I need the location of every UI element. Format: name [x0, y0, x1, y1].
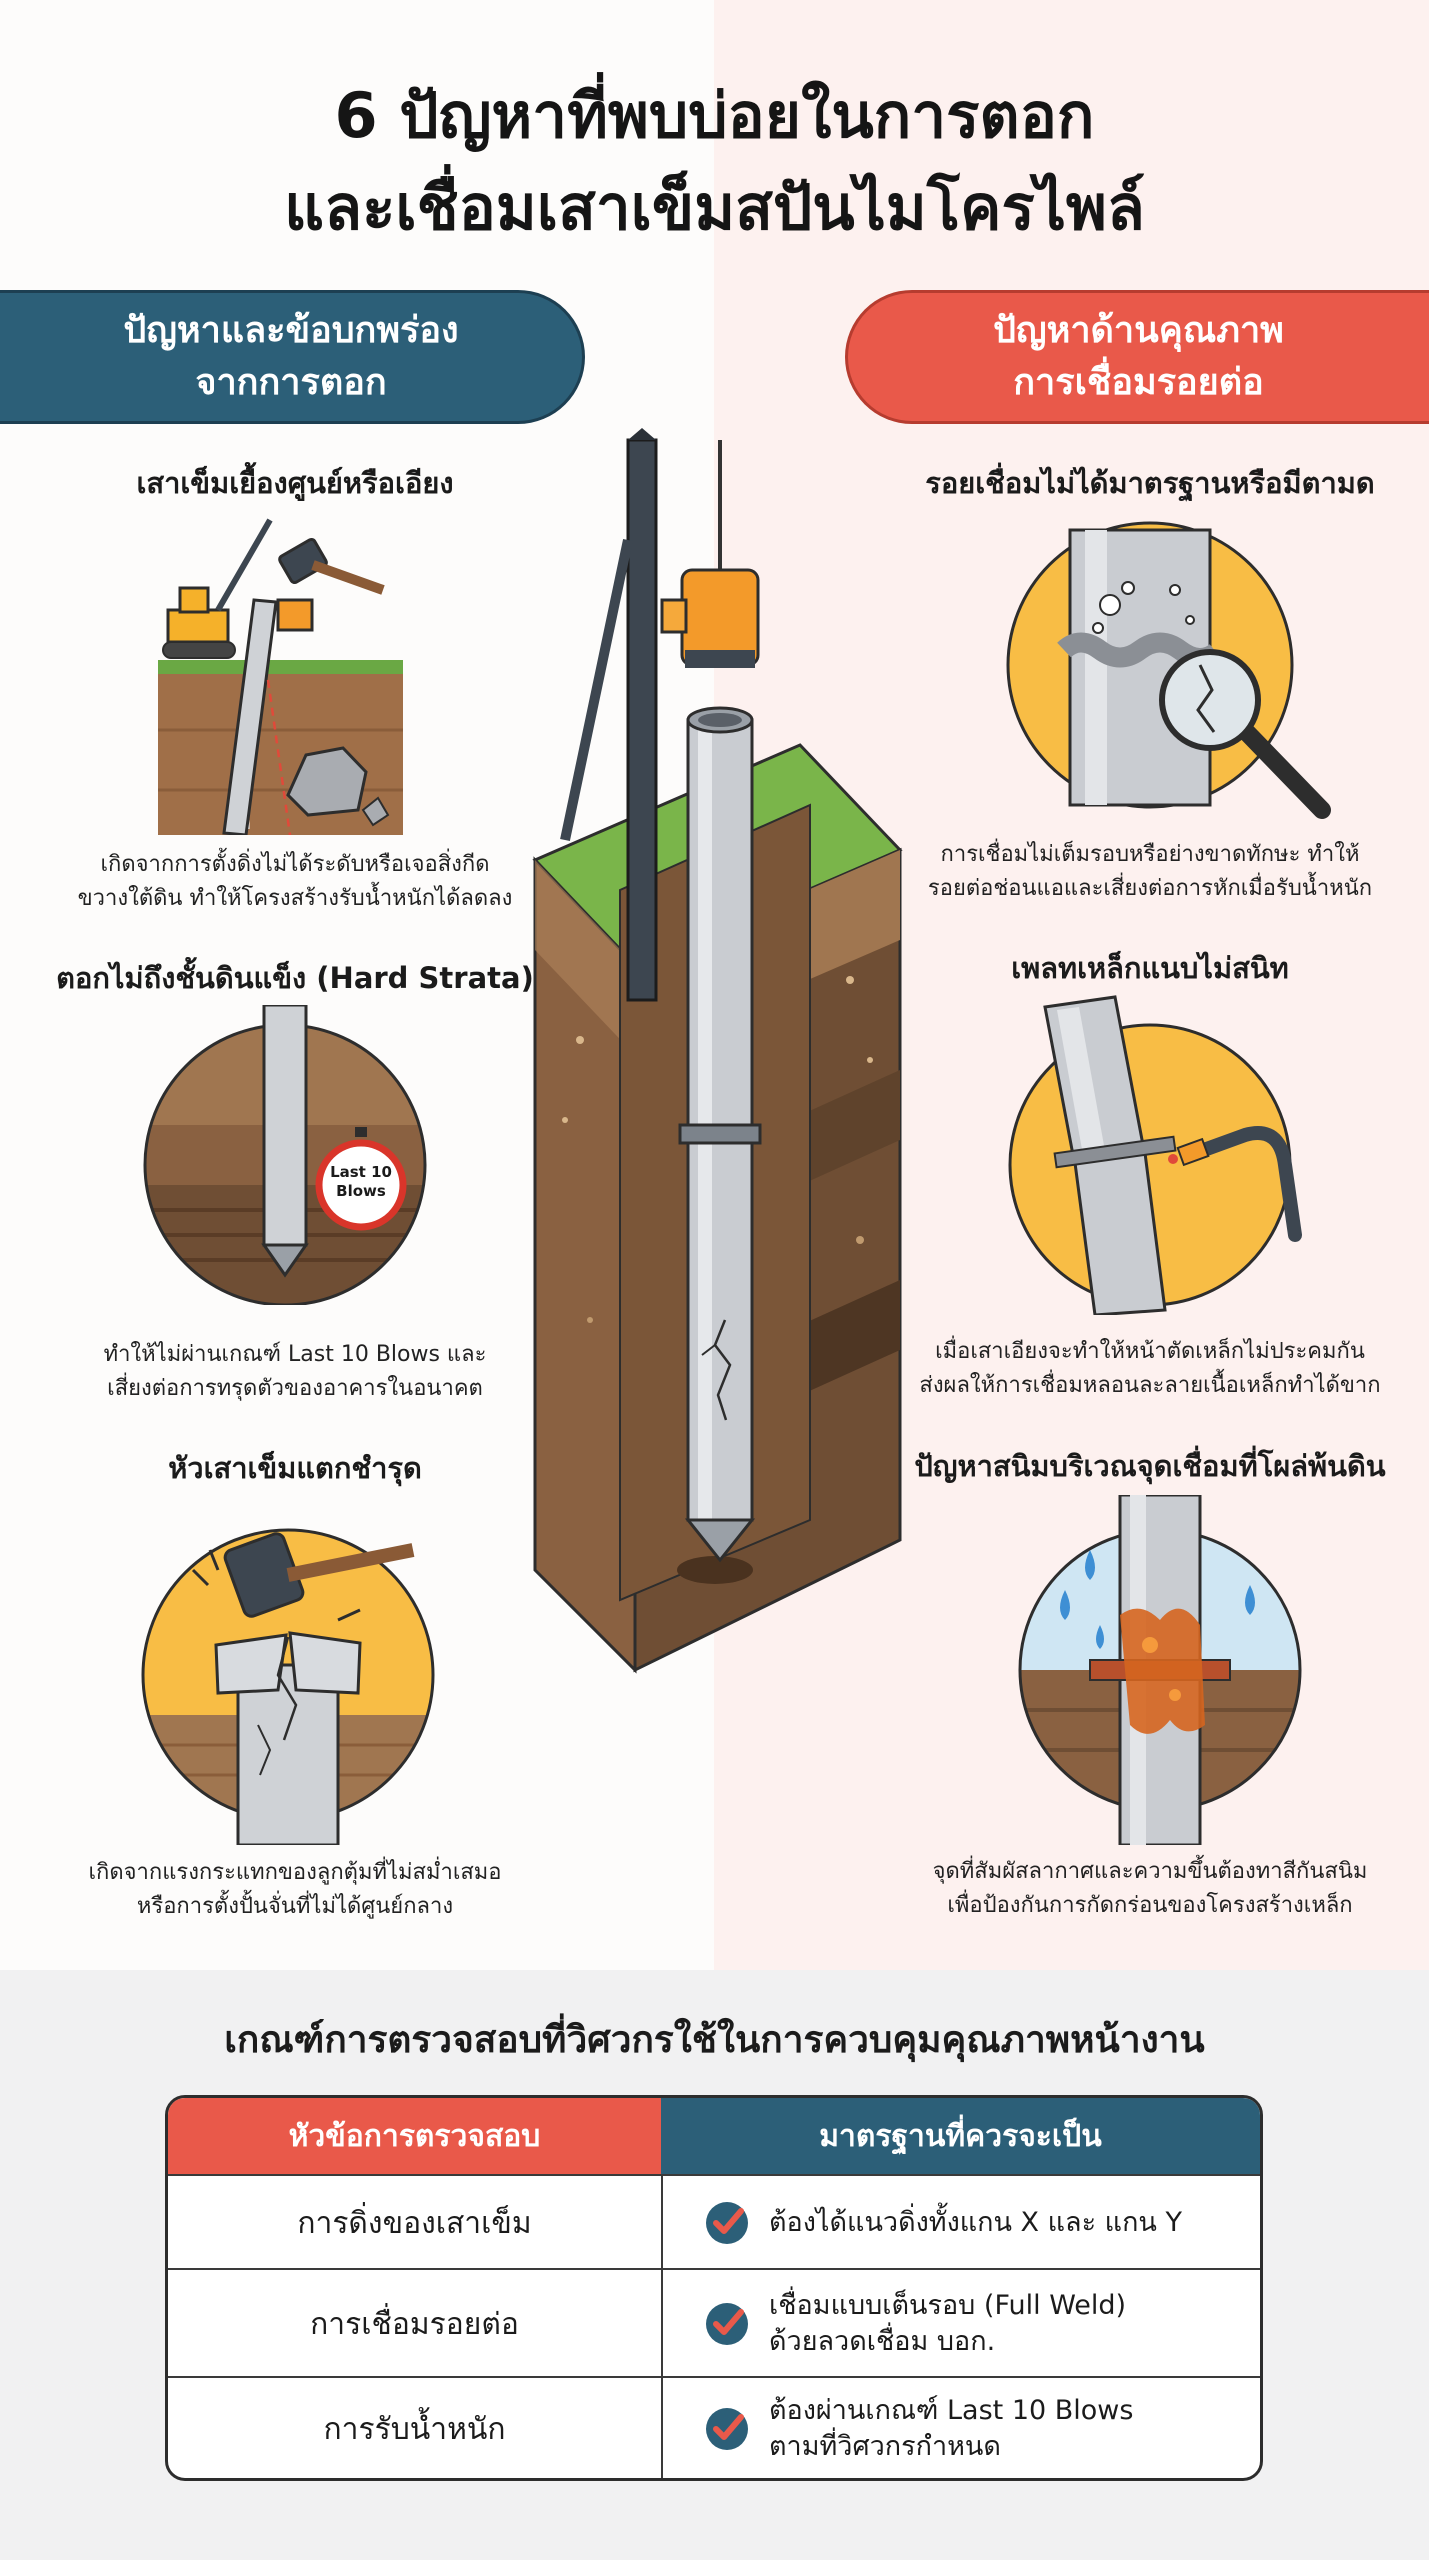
row-3-standard-line-2: ตามที่วิศวกรกำหนด [769, 2431, 1001, 2462]
row-3-standard-line-1: ต้องผ่านเกณฑ์ Last 10 Blows [769, 2395, 1134, 2426]
right-section-1-desc-line-1: การเชื่อมไม่เต็มรอบหรือย่างขาดทักษะ ทำให… [940, 842, 1360, 867]
row-2-standard: เชื่อมแบบเต็นรอบ (Full Weld) ด้วยลวดเชื่… [661, 2270, 1260, 2378]
right-section-1-description: การเชื่อมไม่เต็มรอบหรือย่างขาดทักษะ ทำให… [890, 838, 1410, 906]
row-2-standard-line-1: เชื่อมแบบเต็นรอบ (Full Weld) [769, 2290, 1127, 2321]
table-header-standard: มาตรฐานที่ควรจะเป็น [661, 2098, 1260, 2174]
check-icon [706, 2202, 748, 2244]
right-section-3-desc-line-2: เพื่อป้องกันการกัดกร่อนของโครงสร้างเหล็ก [947, 1893, 1353, 1918]
hammer-icon [223, 1532, 415, 1618]
left-section-3-description: เกิดจากแรงกระแทกของลูกตุ้มที่ไม่สม่ำเสมอ… [40, 1856, 550, 1924]
row-3-topic: การรับน้ำหนัก [323, 2411, 506, 2447]
left-category-banner: ปัญหาและข้อบกพร่อง จากการตอก [0, 290, 585, 424]
badge-line-1: Last 10 [330, 1163, 392, 1181]
hammer-icon [278, 537, 385, 595]
left-section-2-desc-line-1: ทำให้ไม่ผ่านเกณฑ์ Last 10 Blows และ [103, 1342, 487, 1367]
right-section-3-desc-line-1: จุดที่สัมผัสลากาศและความขึ้นต้องทาสีกันส… [932, 1859, 1368, 1884]
table-row: การเชื่อมรอยต่อ เชื่อมแบบเต็นรอบ (Full W… [168, 2268, 1260, 2378]
row-2-topic: การเชื่อมรอยต่อ [310, 2306, 519, 2342]
stopwatch-icon [315, 1127, 407, 1231]
badge-line-2: Blows [336, 1182, 386, 1200]
table-row: การรับน้ำหนัก ต้องผ่านเกณฑ์ Last 10 Blow… [168, 2376, 1260, 2478]
check-icon [706, 2303, 748, 2345]
row-1-topic: การดิ่งของเสาเข็ม [297, 2205, 532, 2241]
title-line-2: และเชื่อมเสาเข็มสปันไมโครไพล์ [284, 171, 1145, 244]
table-header-topic: หัวข้อการตรวจสอบ [168, 2098, 661, 2174]
left-section-1-description: เกิดจากการตั้งดิ่งไม่ได้ระดับหรือเจอสิ่ง… [50, 848, 540, 916]
left-section-3-title: หัวเสาเข็มแตกชำรุด [168, 1451, 422, 1485]
pile-misalignment-illustration [158, 518, 403, 835]
row-3-standard: ต้องผ่านเกณฑ์ Last 10 Blows ตามที่วิศวกร… [661, 2378, 1260, 2478]
left-section-3-desc-line-2: หรือการตั้งปั้นจั่นที่ไม่ได้ศูนย์กลาง [136, 1894, 454, 1919]
defective-weld-illustration [1006, 521, 1331, 819]
left-section-2-desc-line-2: เสี่ยงต่อการทรุดตัวของอาคารในอนาคต [107, 1376, 483, 1401]
left-section-1-desc-line-2: ขวางใต้ดิน ทำให้โครงสร้างรับน้ำหนักได้ลด… [77, 886, 513, 911]
last-10-blows-badge: Last 10 Blows [321, 1163, 401, 1201]
right-section-2-desc-line-1: เมื่อเสาเอียงจะทำให้หน้าตัดเหล็กไม่ประคม… [935, 1339, 1365, 1364]
left-section-1-desc-line-1: เกิดจากการตั้งดิ่งไม่ได้ระดับหรือเจอสิ่ง… [100, 852, 490, 877]
left-section-2-description: ทำให้ไม่ผ่านเกณฑ์ Last 10 Blows และ เสี่… [50, 1338, 540, 1406]
right-section-2-description: เมื่อเสาเอียงจะทำให้หน้าตัดเหล็กไม่ประคม… [890, 1335, 1410, 1403]
hard-strata-illustration [143, 1005, 427, 1305]
right-banner-line-1: ปัญหาด้านคุณภาพ [993, 310, 1284, 351]
right-section-1-desc-line-2: รอยต่อช่อนแอและเสี่ยงต่อการหักเมื่อรับน้… [927, 876, 1373, 901]
row-1-standard: ต้องได้แนวดิ่งทั้งแกน X และ แกน Y [661, 2176, 1260, 2270]
water-drop-icon [1060, 1550, 1255, 1649]
broken-pile-head-illustration [141, 1528, 435, 1845]
magnifier-icon [1159, 649, 1331, 819]
right-section-2-desc-line-2: ส่งผลให้การเชื่อมหลอนละลายเนื้อเหล็กทำได… [919, 1373, 1381, 1398]
row-2-standard-line-2: ด้วยลวดเชื่อม บอก. [769, 2326, 996, 2357]
left-banner-line-1: ปัญหาและข้อบกพร่อง [123, 310, 459, 351]
pile-cross-section-illustration [532, 428, 903, 1674]
inspection-criteria-table: หัวข้อการตรวจสอบ มาตรฐานที่ควรจะเป็น การ… [165, 2095, 1263, 2481]
left-section-3-desc-line-1: เกิดจากแรงกระแทกของลูกตุ้มที่ไม่สม่ำเสมอ [88, 1860, 502, 1885]
right-section-2-title: เพลทเหล็กแนบไม่สนิท [1011, 951, 1289, 985]
misaligned-plate-illustration [1008, 995, 1302, 1315]
right-category-banner: ปัญหาด้านคุณภาพ การเชื่อมรอยต่อ [845, 290, 1429, 424]
page-title: 6 ปัญหาที่พบบ่อยในการตอก และเชื่อมเสาเข็… [0, 70, 1429, 254]
right-section-3-title: ปัญหาสนิมบริเวณจุดเชื่อมที่โผล่พ้นดิน [914, 1449, 1386, 1483]
boulder-icon [286, 746, 390, 827]
welding-torch-icon [1168, 1126, 1302, 1242]
left-banner-line-2: จากการตอก [195, 362, 387, 403]
rust-at-weld-illustration [1018, 1495, 1302, 1845]
right-section-1-title: รอยเชื่อมไม่ได้มาตรฐานหรือมีตามด [925, 466, 1375, 500]
title-line-1: 6 ปัญหาที่พบบ่อยในการตอก [334, 79, 1095, 152]
check-icon [706, 2408, 748, 2450]
left-section-1-title: เสาเข็มเยื้องศูนย์หรือเอียง [136, 466, 454, 500]
row-1-standard-line-1: ต้องได้แนวดิ่งทั้งแกน X และ แกน Y [769, 2207, 1182, 2238]
crane-icon [162, 518, 273, 659]
table-row: การดิ่งของเสาเข็ม ต้องได้แนวดิ่งทั้งแกน … [168, 2174, 1260, 2270]
left-section-2-title: ตอกไม่ถึงชั้นดินแข็ง (Hard Strata) [56, 961, 534, 995]
criteria-table-title: เกณฑ์การตรวจสอบที่วิศวกรใช้ในการควบคุมคุ… [224, 2018, 1205, 2061]
right-section-3-description: จุดที่สัมผัสลากาศและความขึ้นต้องทาสีกันส… [890, 1855, 1410, 1923]
right-banner-line-2: การเชื่อมรอยต่อ [1013, 362, 1264, 403]
